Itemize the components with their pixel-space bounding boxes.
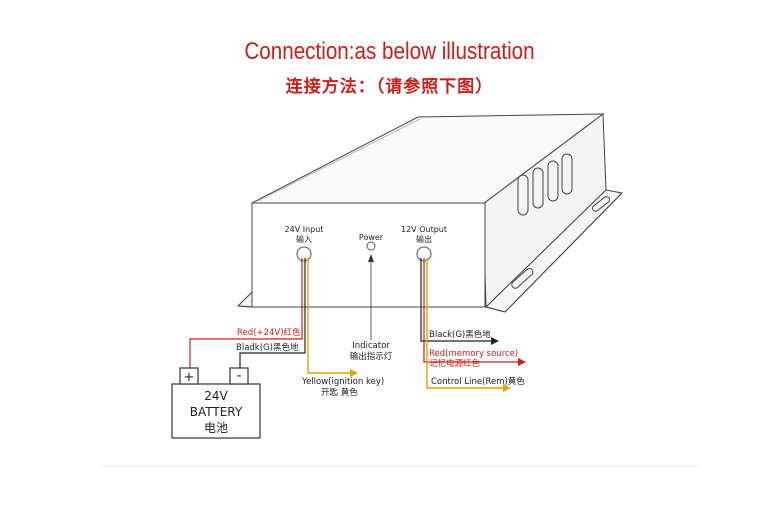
- power-led: [366, 241, 376, 251]
- input-terminal: [296, 246, 312, 262]
- wire-red-mem: [423, 258, 520, 363]
- wire-red-24v-label: Red(+24V)红色: [237, 327, 301, 338]
- input-wires: [189, 258, 358, 377]
- battery-plus-terminal: [179, 367, 199, 385]
- converter-box: [236, 113, 624, 313]
- vent-slot: [517, 174, 529, 216]
- power-label: Power: [359, 233, 384, 242]
- wire-black-out: [420, 258, 493, 342]
- indicator-label: Indicator: [352, 341, 390, 351]
- wire-yellow-label-cn: 开匙 黄色: [321, 387, 358, 398]
- battery-label-cn: 电池: [204, 421, 228, 435]
- wire-red-24v: [189, 258, 303, 368]
- battery-label: BATTERY: [190, 405, 243, 419]
- left-flange: [236, 290, 253, 308]
- battery-plus-sign: +: [184, 370, 195, 385]
- wire-red-mem-label-cn: 记忆电源红色: [429, 358, 481, 369]
- wire-yellow-label: Yellow(ignition key): [301, 377, 384, 387]
- wire-control-label: Control Line(Rem)黄色: [431, 376, 525, 387]
- input-label: 24V Input: [285, 225, 324, 234]
- box-front-face: [251, 202, 486, 308]
- vent-slot: [561, 153, 573, 195]
- battery-voltage: 24V: [204, 389, 228, 403]
- vent-slot: [532, 167, 544, 209]
- battery: + - 24V BATTERY 电池: [171, 367, 261, 439]
- battery-body: [171, 383, 261, 439]
- flange-slot: [591, 196, 611, 212]
- battery-minus-sign: -: [236, 368, 241, 384]
- indicator-pointer: [368, 254, 374, 340]
- wire-black-in-label: Bladk(G)黑色地: [236, 342, 299, 353]
- wire-black-in: [239, 258, 306, 368]
- wire-red-mem-label: Red(memory source): [429, 349, 518, 359]
- output-label: 12V Output: [401, 225, 447, 234]
- flange-slot: [511, 268, 534, 289]
- indicator-label-cn: 输出指示灯: [350, 351, 393, 362]
- title-chinese: 连接方法：（请参照下图）: [285, 77, 494, 97]
- output-label-cn: 输出: [416, 234, 432, 244]
- input-label-cn: 输入: [296, 234, 312, 244]
- output-wires: [420, 258, 526, 392]
- wire-control: [426, 258, 505, 389]
- vent-slot: [547, 160, 559, 202]
- wire-black-out-label: Black(G)黑色地: [429, 329, 491, 340]
- title-english: Connection:as below illustration: [244, 38, 535, 65]
- wire-yellow-ign: [307, 258, 352, 374]
- battery-minus-terminal: [229, 367, 249, 385]
